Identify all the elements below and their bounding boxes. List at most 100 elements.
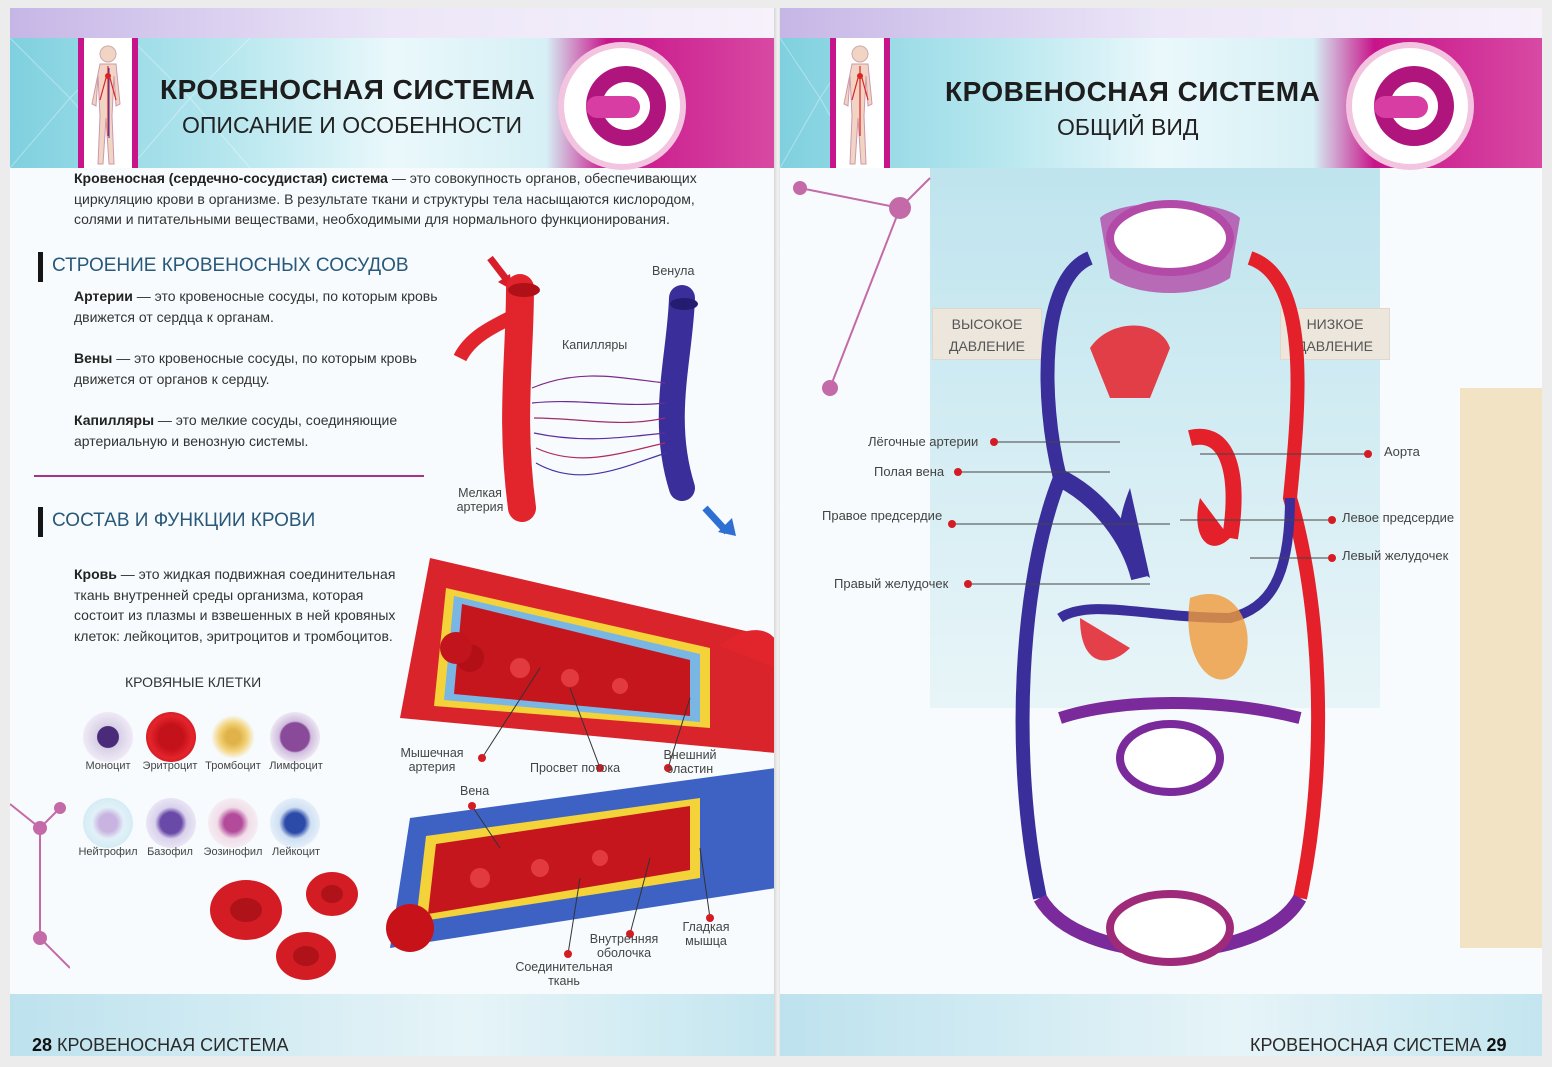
- label-aorta: Аорта: [1384, 444, 1420, 459]
- footer-right: КРОВЕНОСНАЯ СИСТЕМА 29: [1250, 1035, 1507, 1056]
- right-page: КРОВЕНОСНАЯ СИСТЕМА ОБЩИЙ ВИД ВЫСОКОЕ ДА…: [780, 8, 1542, 1056]
- label-venule: Венула: [652, 264, 695, 278]
- page-footer: [10, 994, 776, 1056]
- arteries-text: — это кровеносные сосуды, по которым кро…: [74, 288, 438, 325]
- capillaries-term: Капилляры: [74, 412, 155, 428]
- top-strip: [10, 8, 776, 40]
- label-right-atrium: Правое предсердие: [822, 508, 943, 523]
- human-body-icon: [91, 45, 121, 165]
- page-fold: [774, 8, 782, 1056]
- label-small-artery: Мелкая артерия: [450, 486, 510, 514]
- caption-leukocyte: Лейкоцит: [271, 846, 321, 858]
- veins-text: — это кровеносные сосуды, по которым кро…: [74, 350, 417, 387]
- high-pressure-box: ВЫСОКОЕ ДАВЛЕНИЕ: [932, 308, 1042, 360]
- page-footer-right: [780, 994, 1542, 1056]
- brand-logo: [564, 48, 680, 164]
- label-vena-cava: Полая вена: [874, 464, 945, 479]
- high-pressure-line2: ДАВЛЕНИЕ: [948, 338, 1026, 354]
- label-pulmonary-arteries: Лёгочные артерии: [868, 434, 979, 449]
- veins-paragraph: Вены — это кровеносные сосуды, по которы…: [74, 348, 444, 389]
- label-external-elastin-line1: Внешний: [663, 748, 717, 762]
- arteries-term: Артерии: [74, 288, 133, 304]
- circulatory-diagram: [1015, 200, 1326, 966]
- label-leader-lines: [948, 438, 1372, 588]
- label-inner-layer-line1: Внутренняя: [589, 932, 659, 946]
- section-divider: [34, 475, 424, 477]
- caption-basophil: Базофил: [147, 846, 193, 858]
- caption-lymphocyte: Лимфоцит: [269, 760, 323, 772]
- vessel-cross-section: [386, 558, 776, 958]
- veins-term: Вены: [74, 350, 113, 366]
- body-thumbnail: [78, 38, 138, 168]
- left-page: КРОВЕНОСНАЯ СИСТЕМА ОПИСАНИЕ И ОСОБЕННОС…: [10, 8, 776, 1056]
- brand-logo-right: [1352, 48, 1468, 164]
- side-ruler: [1460, 388, 1542, 948]
- label-vein: Вена: [460, 784, 490, 798]
- eosinophil-icon: [208, 798, 258, 848]
- capillaries-paragraph: Капилляры — это мелкие сосуды, соединяющ…: [74, 410, 444, 451]
- molecule-decoration-right: [793, 177, 931, 396]
- page-subtitle-right: ОБЩИЙ ВИД: [1057, 114, 1199, 140]
- cells-heading: КРОВЯНЫЕ КЛЕТКИ: [125, 674, 262, 690]
- label-connective-line2: ткань: [548, 974, 580, 988]
- caption-neutrophil: Нейтрофил: [78, 846, 138, 858]
- page-subtitle: ОПИСАНИЕ И ОСОБЕННОСТИ: [182, 112, 523, 138]
- section-heading-vessels: СТРОЕНИЕ КРОВЕНОСНЫХ СОСУДОВ: [38, 249, 449, 283]
- monocyte-icon: [83, 712, 133, 762]
- label-inner-layer: Внутренняя оболочка: [584, 932, 664, 960]
- label-connective-line1: Соединительная: [515, 960, 613, 974]
- page-title-right: КРОВЕНОСНАЯ СИСТЕМА: [945, 76, 1321, 107]
- top-strip-right: [780, 8, 1542, 40]
- label-smooth-muscle-line2: мышца: [685, 934, 727, 948]
- caption-monocyte: Моноцит: [85, 760, 131, 772]
- logo-icon-right: [1374, 66, 1454, 146]
- section-heading-blood: СОСТАВ И ФУНКЦИИ КРОВИ: [38, 504, 356, 538]
- caption-eosinophil: Эозинофил: [203, 846, 263, 858]
- label-left-ventricle: Левый желудочек: [1342, 548, 1449, 563]
- caption-erythrocyte: Эритроцит: [142, 760, 198, 772]
- erythrocyte-icon: [146, 712, 196, 762]
- label-inner-layer-line2: оболочка: [596, 946, 652, 960]
- blood-text: — это жидкая подвижная соединительная тк…: [74, 566, 396, 644]
- label-lumen: Просвет потока: [530, 761, 621, 775]
- body-thumbnail-right: [830, 38, 890, 168]
- red-cells-cluster: [210, 872, 358, 980]
- label-muscular-artery-line1: Мышечная: [400, 746, 464, 760]
- label-capillaries: Капилляры: [562, 338, 628, 352]
- lymphocyte-icon: [270, 712, 320, 762]
- intro-text: — это совокупность органов, обеспечивающ…: [74, 170, 697, 227]
- label-smooth-muscle: Гладкая мышца: [678, 920, 734, 948]
- label-smooth-muscle-line1: Гладкая: [682, 920, 730, 934]
- intro-term: Кровеносная (сердечно-сосудистая) систем…: [74, 170, 388, 186]
- molecule-decoration: [10, 802, 70, 969]
- page-number-right: 29: [1486, 1035, 1507, 1055]
- blood-term: Кровь: [74, 566, 117, 582]
- vessel-illustration: [453, 255, 736, 536]
- low-pressure-line2: ДАВЛЕНИЕ: [1296, 338, 1374, 354]
- label-external-elastin-line2: эластин: [666, 762, 714, 776]
- capillaries-text: — это мелкие сосуды, соединяющие артериа…: [74, 412, 398, 449]
- low-pressure-line1: НИЗКОЕ: [1306, 316, 1364, 332]
- footer-title-right: КРОВЕНОСНАЯ СИСТЕМА: [1250, 1035, 1482, 1055]
- basophil-icon: [146, 798, 196, 848]
- label-right-ventricle: Правый желудочек: [834, 576, 949, 591]
- label-muscular-artery-line2: артерия: [408, 760, 456, 774]
- logo-icon: [586, 66, 666, 146]
- arteries-paragraph: Артерии — это кровеносные сосуды, по кот…: [74, 286, 444, 327]
- neutrophil-icon: [83, 798, 133, 848]
- human-body-icon-right: [843, 45, 873, 165]
- label-muscular-artery: Мышечная артерия: [394, 746, 470, 774]
- platelet-icon: [208, 712, 258, 762]
- label-left-atrium: Левое предсердие: [1342, 510, 1455, 525]
- label-external-elastin: Внешний эластин: [658, 748, 722, 776]
- blood-paragraph: Кровь — это жидкая подвижная соединитель…: [74, 564, 414, 646]
- page-title: КРОВЕНОСНАЯ СИСТЕМА: [160, 74, 536, 105]
- leukocyte-icon: [270, 798, 320, 848]
- label-small-artery-line1: Мелкая: [458, 486, 502, 500]
- footer-left: 28 КРОВЕНОСНАЯ СИСТЕМА: [32, 1035, 289, 1056]
- intro-paragraph: Кровеносная (сердечно-сосудистая) систем…: [74, 168, 724, 230]
- page-number-left: 28: [32, 1035, 53, 1055]
- footer-title-left: КРОВЕНОСНАЯ СИСТЕМА: [57, 1035, 289, 1055]
- caption-platelet: Тромбоцит: [205, 760, 261, 772]
- label-small-artery-line2: артерия: [456, 500, 504, 514]
